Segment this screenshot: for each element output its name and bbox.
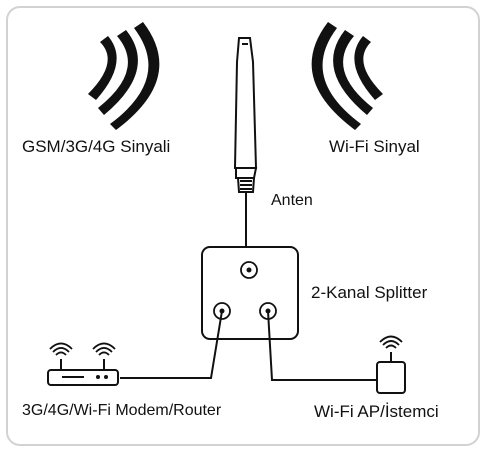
access-point-icon bbox=[376, 352, 406, 394]
gsm-signal-waves-icon bbox=[88, 22, 160, 130]
modem-router-label: 3G/4G/Wi-Fi Modem/Router bbox=[22, 402, 222, 419]
wifi-ap-label: Wi-Fi AP/İstemci bbox=[314, 402, 439, 421]
wifi-icon bbox=[379, 335, 403, 349]
wifi-signal-waves-icon bbox=[311, 22, 383, 130]
ap-cable bbox=[267, 310, 377, 381]
splitter-label: 2-Kanal Splitter bbox=[311, 283, 428, 302]
splitter-box-icon bbox=[201, 246, 299, 340]
antenna-label: Anten bbox=[271, 192, 313, 209]
router-cable bbox=[120, 310, 223, 379]
splitter-input-port bbox=[240, 261, 258, 279]
wifi-signal-label: Wi-Fi Sinyal bbox=[329, 137, 420, 156]
gsm-signal-label: GSM/3G/4G Sinyali bbox=[22, 137, 171, 156]
wifi-icon bbox=[49, 342, 73, 356]
router-icon bbox=[47, 359, 119, 386]
wifi-icon bbox=[92, 342, 116, 356]
antenna-icon bbox=[233, 37, 258, 196]
diagram-frame bbox=[6, 6, 480, 446]
